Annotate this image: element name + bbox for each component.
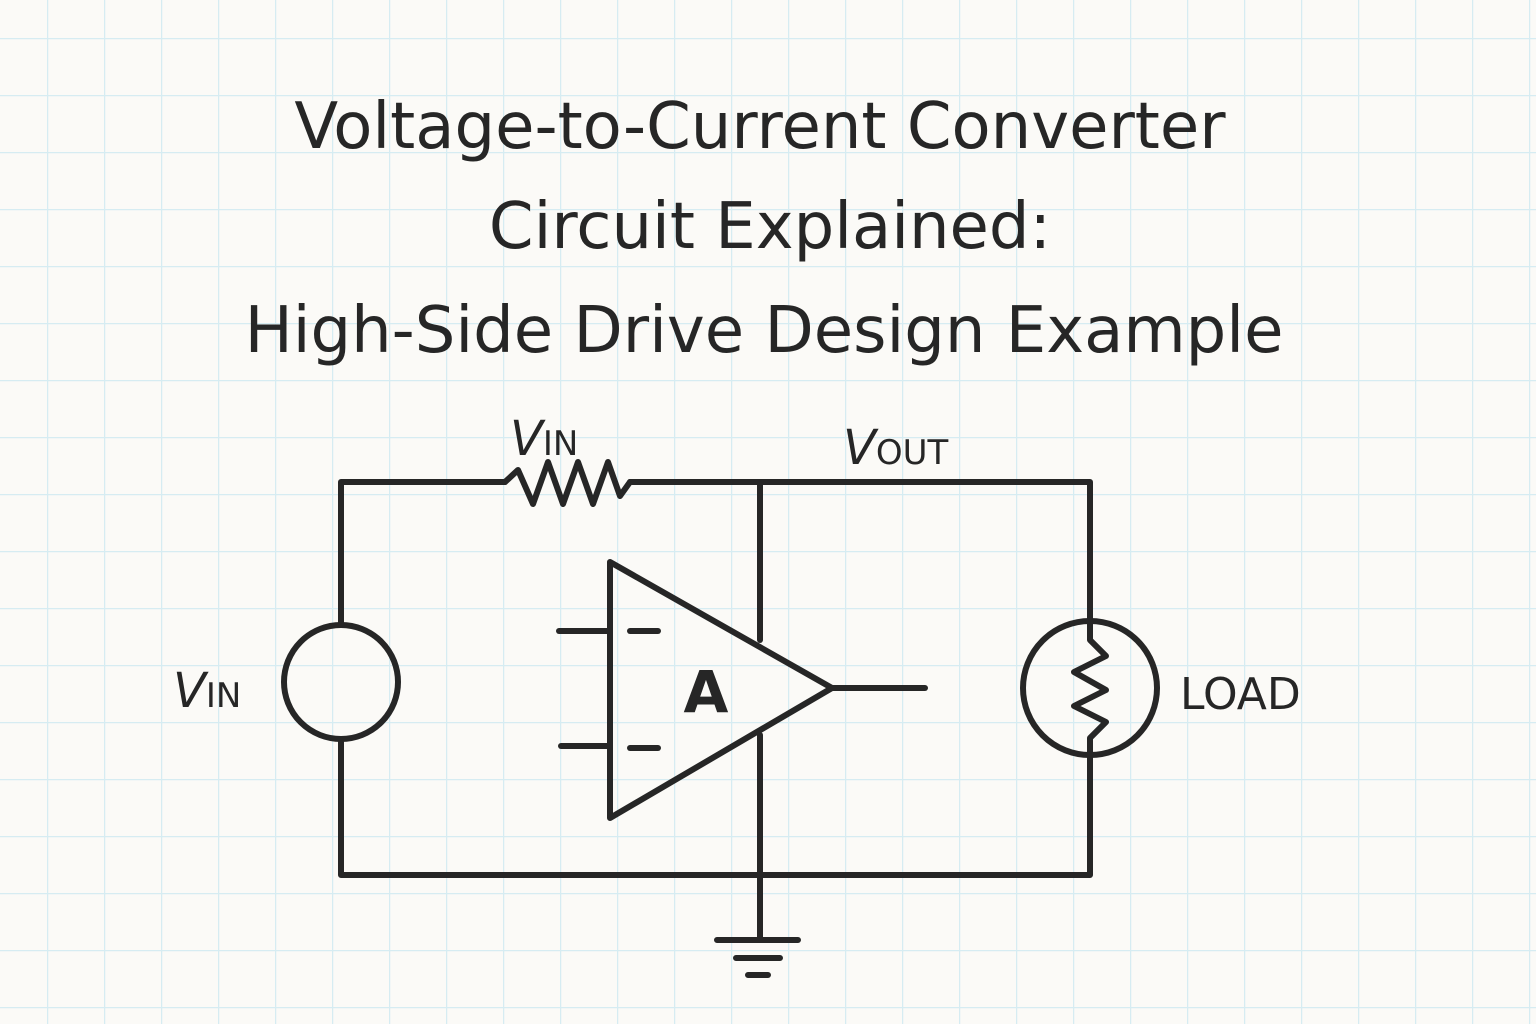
top-wire-right	[627, 479, 1093, 623]
vout-label: VOUT	[843, 420, 948, 476]
bottom-wire	[338, 736, 1093, 878]
source-label: VIN	[173, 663, 241, 719]
resistor-label: VIN	[510, 411, 578, 467]
amplifier-label: A	[684, 658, 729, 726]
title-line-2: Circuit Explained:	[489, 190, 1051, 264]
title-line-1: Voltage-to-Current Converter	[294, 90, 1226, 164]
circuit: A	[281, 459, 1160, 978]
load-label: LOAD	[1180, 669, 1301, 720]
title: Voltage-to-Current Converter Circuit Exp…	[245, 90, 1284, 368]
resistor	[502, 459, 633, 507]
ground-symbol	[714, 937, 801, 978]
top-wire-left	[338, 479, 508, 628]
opamp-triangle	[607, 559, 835, 821]
load-resistor	[1071, 617, 1109, 759]
title-line-3: High-Side Drive Design Example	[245, 294, 1284, 368]
